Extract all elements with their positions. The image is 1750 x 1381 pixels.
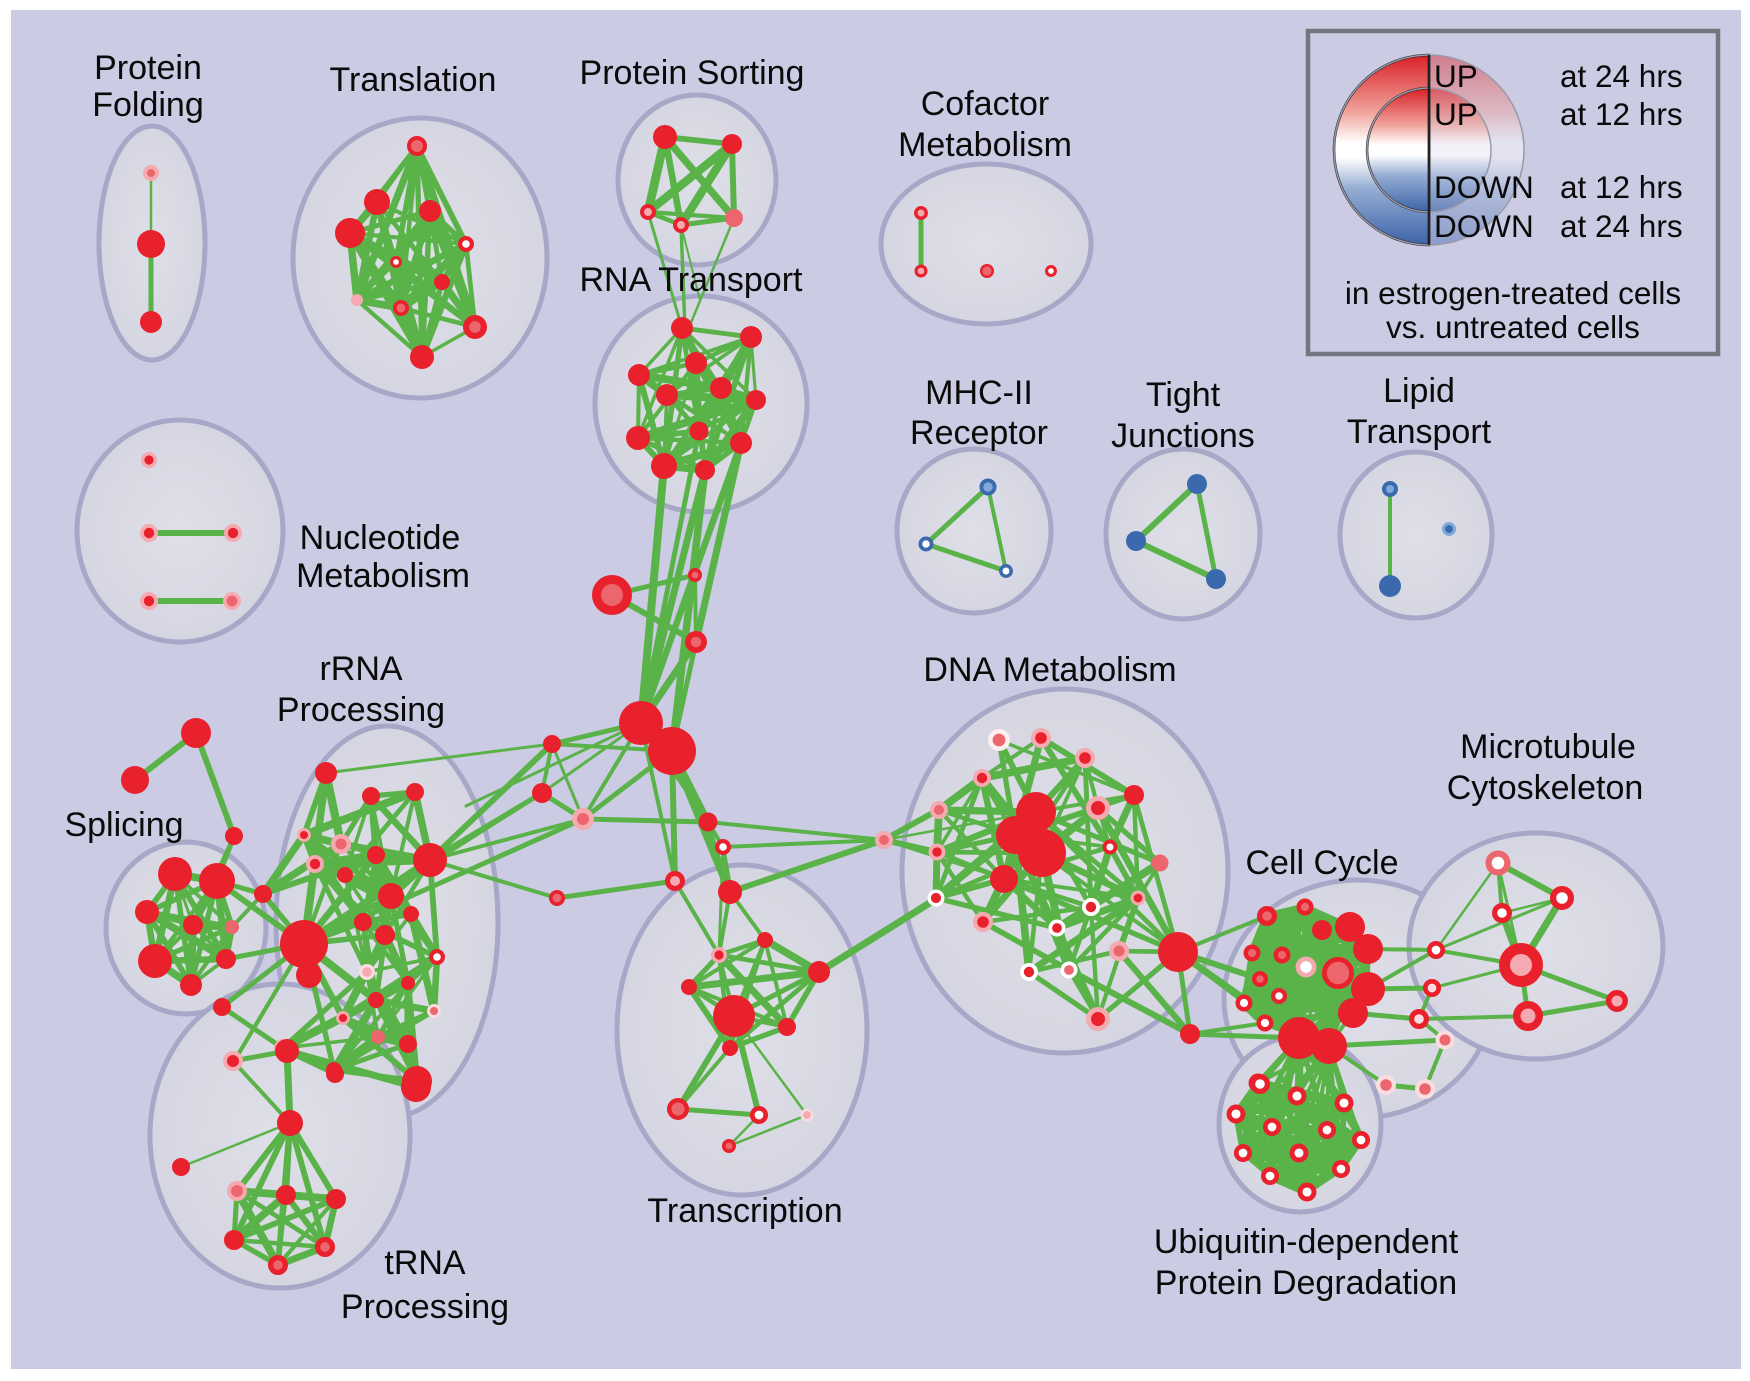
svg-text:rRNA: rRNA xyxy=(319,650,402,688)
svg-text:Cytoskeleton: Cytoskeleton xyxy=(1447,769,1644,807)
svg-text:DOWN: DOWN xyxy=(1434,208,1534,244)
svg-text:Processing: Processing xyxy=(277,691,445,729)
svg-text:MHC-II: MHC-II xyxy=(925,374,1033,412)
svg-text:Microtubule: Microtubule xyxy=(1460,728,1636,766)
svg-text:UP: UP xyxy=(1434,58,1478,94)
svg-text:Translation: Translation xyxy=(330,61,497,99)
svg-text:Tight: Tight xyxy=(1146,376,1221,414)
svg-text:in estrogen-treated cells: in estrogen-treated cells xyxy=(1345,275,1681,311)
svg-text:DNA Metabolism: DNA Metabolism xyxy=(923,651,1176,689)
svg-text:Protein Degradation: Protein Degradation xyxy=(1155,1264,1457,1302)
svg-text:Protein: Protein xyxy=(94,49,202,87)
svg-text:Metabolism: Metabolism xyxy=(898,126,1072,164)
svg-text:at 24 hrs: at 24 hrs xyxy=(1560,58,1683,94)
svg-text:Folding: Folding xyxy=(92,86,204,124)
svg-text:Splicing: Splicing xyxy=(64,806,183,844)
svg-text:DOWN: DOWN xyxy=(1434,169,1534,205)
svg-text:Protein Sorting: Protein Sorting xyxy=(580,54,805,92)
svg-text:Receptor: Receptor xyxy=(910,414,1048,452)
svg-text:at 24 hrs: at 24 hrs xyxy=(1560,208,1683,244)
svg-text:tRNA: tRNA xyxy=(384,1244,466,1282)
svg-text:Transport: Transport xyxy=(1347,413,1492,451)
svg-text:at 12 hrs: at 12 hrs xyxy=(1560,96,1683,132)
svg-text:RNA Transport: RNA Transport xyxy=(580,261,804,299)
svg-text:Lipid: Lipid xyxy=(1383,372,1455,410)
svg-text:UP: UP xyxy=(1434,96,1478,132)
svg-text:Cofactor: Cofactor xyxy=(921,85,1050,123)
svg-text:Nucleotide: Nucleotide xyxy=(300,519,461,557)
svg-text:at 12 hrs: at 12 hrs xyxy=(1560,169,1683,205)
svg-text:Ubiquitin-dependent: Ubiquitin-dependent xyxy=(1154,1223,1459,1261)
svg-text:vs. untreated cells: vs. untreated cells xyxy=(1386,309,1640,345)
svg-text:Cell Cycle: Cell Cycle xyxy=(1245,844,1398,882)
svg-text:Metabolism: Metabolism xyxy=(296,557,470,595)
svg-text:Processing: Processing xyxy=(341,1288,509,1326)
svg-text:Junctions: Junctions xyxy=(1111,417,1255,455)
svg-text:Transcription: Transcription xyxy=(647,1192,842,1230)
